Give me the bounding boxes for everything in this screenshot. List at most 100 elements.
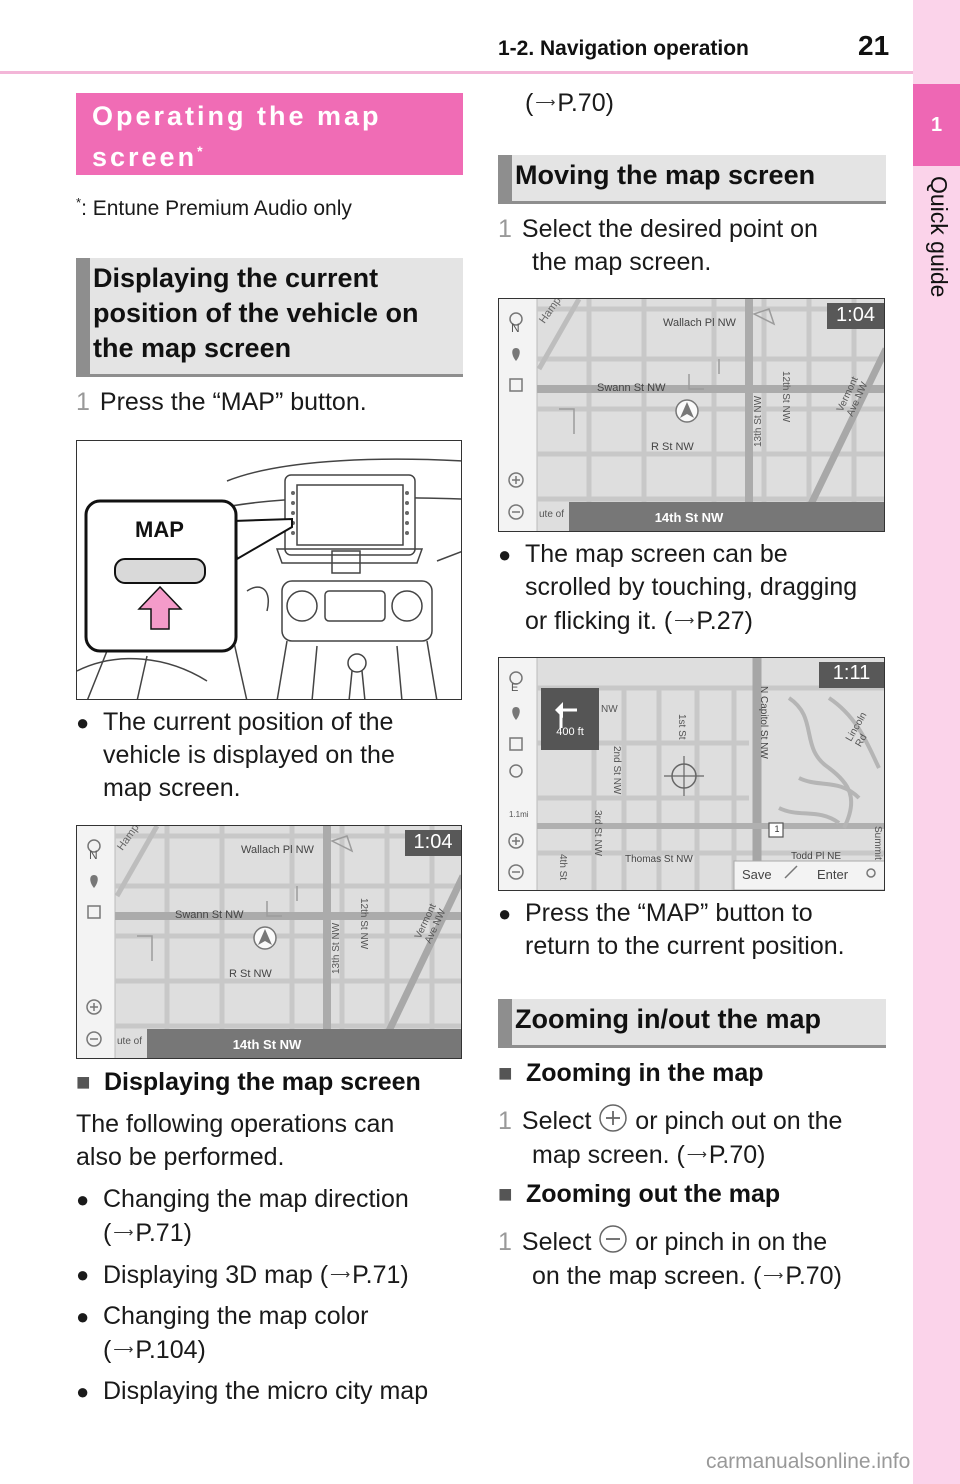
- step-text: or pinch in on the: [635, 1228, 828, 1256]
- bullet-ref-line: (⟶P.104): [103, 1336, 206, 1364]
- current-street-banner: 14th St NW: [654, 510, 724, 525]
- map-drawing: [77, 826, 461, 1058]
- footnote-mark: *: [76, 195, 82, 210]
- subheading-line: Displaying the current: [93, 263, 379, 293]
- save-button[interactable]: Save: [742, 867, 772, 882]
- page-ref-link[interactable]: P.70: [785, 1262, 834, 1290]
- street-fragment: NW: [601, 704, 618, 715]
- page-ref-link[interactable]: P.71: [135, 1219, 184, 1247]
- bullet-line: map screen.: [103, 774, 241, 802]
- page-ref-link[interactable]: P.70: [708, 1141, 758, 1169]
- current-street-banner: 14th St NW: [232, 1037, 302, 1052]
- step-text: or pinch out on the: [635, 1107, 843, 1135]
- street-12th: 12th St NW: [358, 898, 369, 950]
- street-13th: 13th St NW: [331, 922, 342, 974]
- header-divider: [0, 71, 913, 74]
- step-number: 1: [498, 1107, 512, 1135]
- street-1st: 1st St: [676, 714, 687, 740]
- step-ref-line: map screen. (⟶P.70): [532, 1141, 766, 1169]
- subhead-displaying-map-screen: Displaying the map screen: [76, 1066, 421, 1099]
- chapter-number-tab[interactable]: 1: [913, 84, 960, 166]
- street-wallach: Wallach Pl NW: [663, 317, 736, 329]
- street-3rd: 3rd St NW: [592, 810, 603, 857]
- chapter-label: Quick guide: [926, 176, 952, 298]
- map-screen-moving: N Hampshire Wallach Pl NW Swann St NW R …: [498, 298, 885, 532]
- footnote: *: Entune Premium Audio only: [76, 195, 352, 221]
- arrow-icon: ⟶: [535, 94, 556, 110]
- arrow-icon: ⟶: [113, 1224, 134, 1240]
- map-clock: 1:11: [832, 662, 871, 684]
- bullet-micro-city-map: Displaying the micro city map: [76, 1375, 428, 1408]
- bullet-scroll-map: The map screen can be scrolled by touchi…: [498, 538, 857, 638]
- map-screen-scrolled: E 1.1mi 400 ft NW 1st St N Capitol St NW…: [498, 657, 885, 891]
- compass-icon[interactable]: N: [89, 848, 98, 862]
- scale-indicator[interactable]: 1.1mi: [509, 810, 529, 819]
- step-press-map: 1 Press the “MAP” button.: [76, 386, 367, 419]
- page-ref-link[interactable]: P.104: [135, 1336, 198, 1364]
- map-clock: 1:04: [413, 831, 453, 853]
- bullet-line: vehicle is displayed on the: [103, 741, 395, 769]
- street-4th: 4th St: [557, 854, 568, 881]
- heading-moving-map: Moving the map screen: [498, 155, 886, 204]
- step-text: Select: [521, 1107, 592, 1135]
- main-heading: Operating the map screen*: [76, 93, 463, 175]
- paragraph-line: The following operations can: [76, 1110, 395, 1138]
- turn-distance: 400 ft: [556, 726, 584, 738]
- street-fragment: ute of: [117, 1036, 143, 1047]
- step-text: Press the “MAP” button.: [99, 388, 367, 416]
- step-text: Select: [521, 1228, 592, 1256]
- bullet-line: Press the “MAP” button to: [525, 899, 813, 927]
- bullet-line: The map screen can be: [525, 540, 788, 568]
- step-zoom-in: 1 Select or pinch out on the map screen. …: [498, 1103, 842, 1172]
- zoom-out-icon[interactable]: [598, 1224, 628, 1254]
- arrow-icon: ⟶: [763, 1267, 784, 1283]
- main-heading-text: Operating the map screen: [92, 101, 382, 172]
- heading-zooming: Zooming in/out the map: [498, 999, 886, 1048]
- bullet-text: Displaying 3D map (: [103, 1261, 329, 1289]
- step-text: the map screen.: [532, 248, 712, 276]
- bullet-ref-line: (⟶P.71): [103, 1219, 192, 1247]
- map-drawing: [499, 299, 884, 531]
- page-ref-link[interactable]: P.70: [557, 89, 606, 117]
- compass-icon[interactable]: N: [511, 321, 520, 335]
- page-ref-link[interactable]: P.71: [352, 1261, 401, 1289]
- dashboard-drawing: [77, 458, 461, 699]
- bullet-line: Changing the map color: [103, 1302, 369, 1330]
- street-todd: Todd Pl NE: [791, 851, 842, 862]
- map-screen-current-position: N Hampshire Wallach Pl NW Swann St NW R …: [76, 825, 462, 1059]
- page-ref-link[interactable]: P.27: [696, 607, 745, 635]
- map-drawing: [499, 658, 884, 890]
- arrow-icon: ⟶: [674, 612, 695, 628]
- step-text: map screen. (: [532, 1141, 685, 1169]
- street-r: R St NW: [229, 968, 272, 980]
- step-text: Select the desired point on: [521, 215, 818, 243]
- subhead-zoom-in: Zooming in the map: [498, 1057, 764, 1090]
- street-wallach: Wallach Pl NW: [241, 844, 314, 856]
- page-number: 21: [858, 30, 890, 61]
- paragraph-following-operations: The following operations can also be per…: [76, 1108, 394, 1174]
- street-r: R St NW: [651, 441, 694, 453]
- subhead-zoom-out: Zooming out the map: [498, 1178, 780, 1211]
- street-capitol: N Capitol St NW: [758, 686, 769, 759]
- street-thomas: Thomas St NW: [625, 854, 693, 865]
- paragraph-line: also be performed.: [76, 1143, 285, 1171]
- step-text: on the map screen. (: [532, 1262, 762, 1290]
- bullet-line: return to the current position.: [525, 932, 845, 960]
- bullet-line: or flicking it. (: [525, 607, 673, 635]
- arrow-icon: ⟶: [330, 1266, 351, 1282]
- map-button-label: MAP: [135, 517, 184, 542]
- bullet-line: scrolled by touching, dragging: [525, 573, 858, 601]
- street-summit: Summit: [872, 826, 883, 860]
- zoom-in-icon[interactable]: [598, 1103, 628, 1133]
- footnote-text: : Entune Premium Audio only: [81, 197, 352, 220]
- bullet-press-map-return: Press the “MAP” button to return to the …: [498, 897, 845, 963]
- street-fragment: ute of: [539, 509, 565, 520]
- dashboard-illustration: MAP: [76, 440, 462, 700]
- main-heading-mark: *: [197, 143, 203, 159]
- compass-icon[interactable]: E: [511, 682, 519, 694]
- enter-button[interactable]: Enter: [817, 867, 849, 882]
- step-number: 1: [76, 388, 90, 416]
- bullet-3d-map: Displaying 3D map (⟶P.71): [76, 1258, 409, 1292]
